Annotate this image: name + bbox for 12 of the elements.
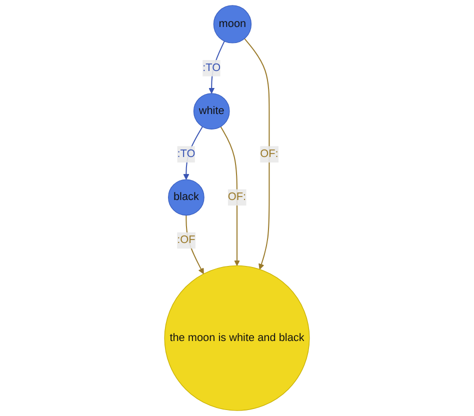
node-circle: black	[168, 179, 204, 216]
arrow	[220, 126, 240, 266]
arrow	[244, 38, 270, 270]
edge-label: :TO	[202, 62, 221, 74]
edge-label: OF:	[260, 148, 278, 160]
edge-label: OF:	[228, 191, 246, 203]
arrow	[186, 215, 204, 274]
node-circle: the moon is white and black	[164, 265, 310, 411]
edge-label: :OF	[177, 234, 196, 246]
node-circle: white	[193, 93, 230, 130]
edge-label: :TO	[177, 148, 196, 160]
node-circle: moon	[213, 5, 252, 44]
